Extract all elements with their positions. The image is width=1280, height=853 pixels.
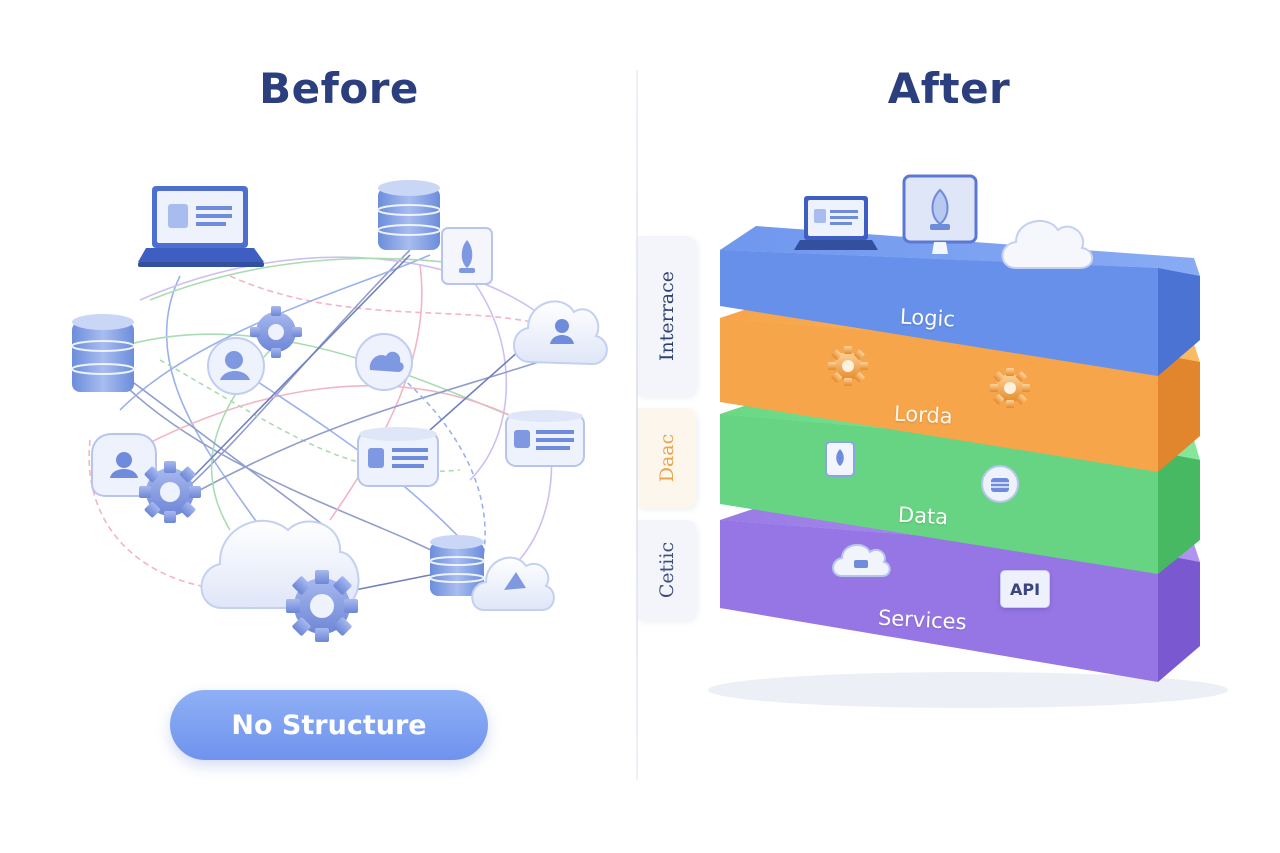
laptop-icon xyxy=(138,186,264,267)
database-icon xyxy=(429,535,485,596)
database-icon xyxy=(71,314,135,392)
user-icon xyxy=(207,337,265,395)
side-tag-services: Cetiic xyxy=(638,520,696,620)
gear-icon xyxy=(990,368,1030,408)
cloud-icon xyxy=(832,543,891,577)
document-icon xyxy=(441,227,493,285)
connection-line xyxy=(459,264,508,481)
monitor-icon xyxy=(902,174,978,254)
panel-divider xyxy=(636,70,638,780)
gear-icon xyxy=(286,570,358,642)
cloud-icon xyxy=(471,556,555,611)
database-icon xyxy=(981,465,1019,503)
connection-line xyxy=(354,574,431,591)
api-badge: API xyxy=(1000,570,1050,608)
document-icon xyxy=(357,427,439,487)
connection-line xyxy=(99,385,521,471)
before-title: Before xyxy=(259,64,419,113)
layer-label-services: Services xyxy=(877,605,968,635)
layer-stack xyxy=(708,174,1228,708)
connection-line xyxy=(129,379,331,531)
connection-line xyxy=(109,369,451,561)
layer-label-lorda: Lorda xyxy=(893,401,954,429)
cloud-icon xyxy=(355,333,413,391)
connection-line xyxy=(329,264,423,521)
before-panel: Before xyxy=(0,0,636,853)
user-icon xyxy=(91,433,157,497)
connection-line xyxy=(149,257,471,301)
connection-line xyxy=(189,254,411,481)
after-panel: After Interrace Daac Cetiic xyxy=(638,0,1280,853)
cloud-icon xyxy=(1001,220,1094,269)
document-icon xyxy=(825,441,855,477)
tangled-network xyxy=(71,180,608,642)
connection-line xyxy=(229,275,561,331)
no-structure-badge: No Structure xyxy=(170,690,488,760)
side-tag-interface: Interrace xyxy=(638,236,696,396)
connection-line xyxy=(379,359,486,571)
connection-line xyxy=(159,359,461,473)
document-icon xyxy=(505,410,585,467)
after-title: After xyxy=(887,64,1011,113)
gear-icon xyxy=(139,461,201,523)
connection-lines xyxy=(88,249,561,601)
layer-label-logic: Logic xyxy=(899,304,956,332)
gear-icon xyxy=(250,306,302,358)
side-tag-data: Daac xyxy=(638,408,696,508)
connection-line xyxy=(429,349,521,431)
connection-line xyxy=(139,256,561,331)
gear-icon xyxy=(828,346,868,386)
database-icon xyxy=(377,180,441,250)
layer-label-data: Data xyxy=(897,502,949,530)
connection-line xyxy=(199,359,546,491)
laptop-icon xyxy=(794,196,878,250)
cloud-icon xyxy=(513,300,608,366)
